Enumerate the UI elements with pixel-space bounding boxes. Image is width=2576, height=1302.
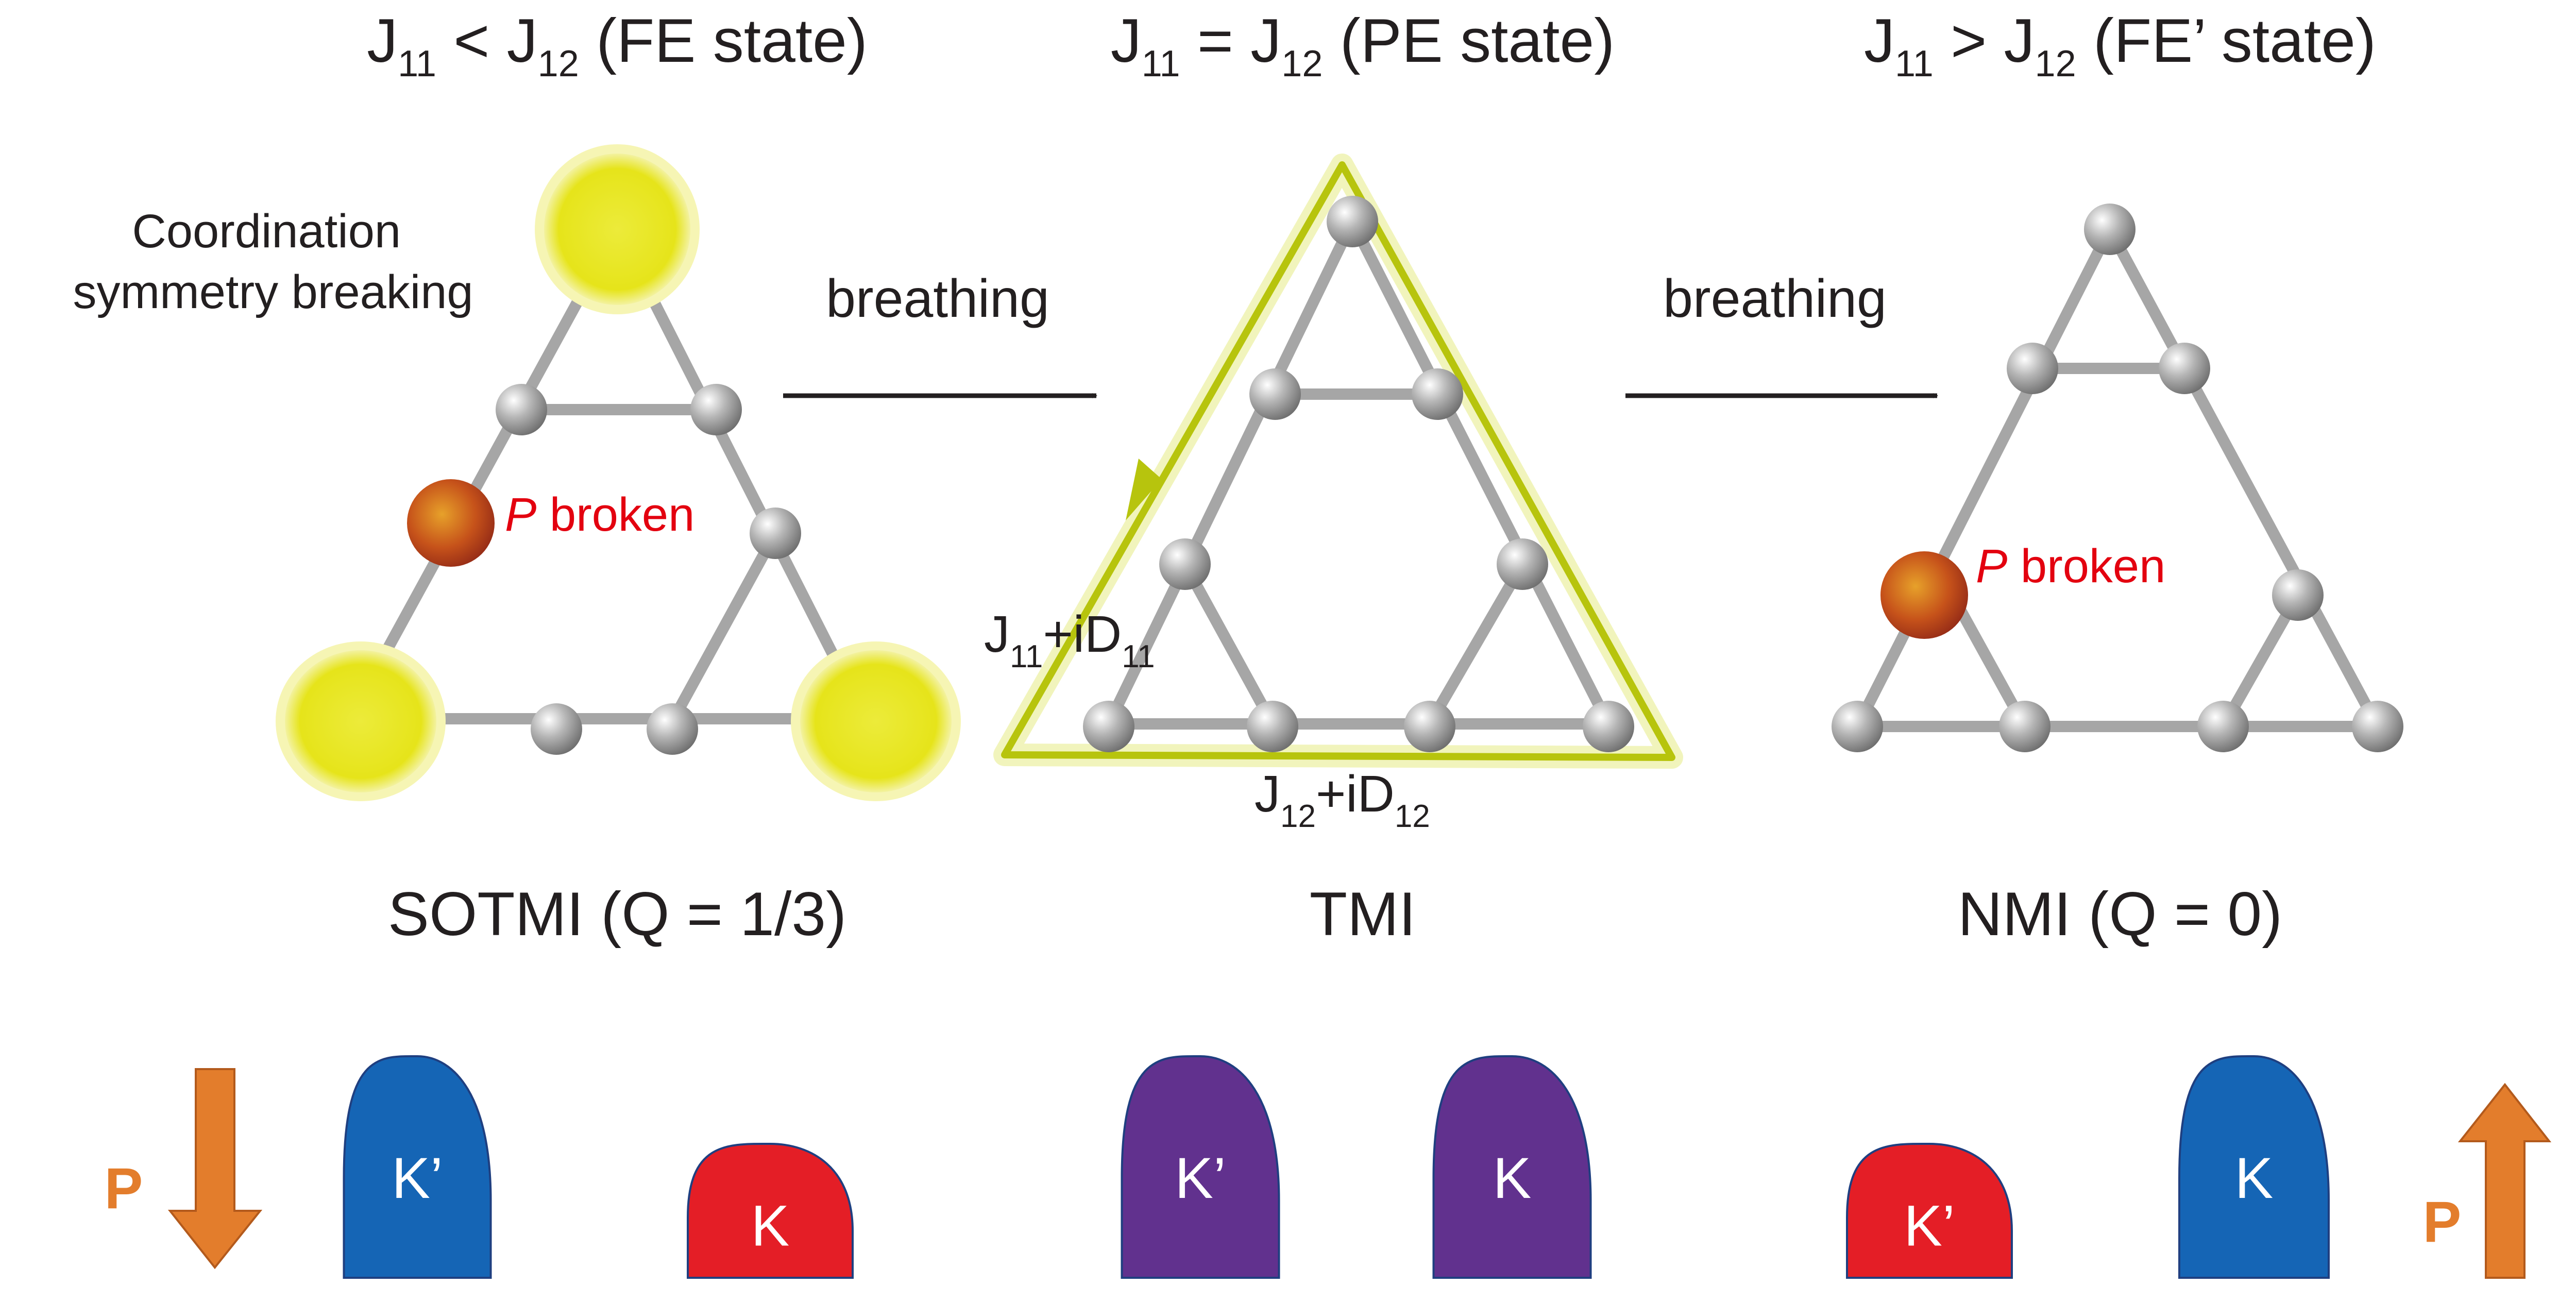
valley-label-right-0: K’ (1904, 1194, 1955, 1258)
polarization-arrow-down (167, 1068, 263, 1270)
j11-loop-label: J11+iD11 (984, 605, 1155, 674)
atom (496, 384, 547, 435)
atom (1583, 701, 1634, 752)
atom (750, 508, 801, 559)
valley-label-middle-0: K’ (1175, 1146, 1226, 1210)
broken-symmetry-atom (407, 479, 495, 567)
lattice-right (1832, 204, 2403, 752)
valley-middle-1 (1432, 1055, 1592, 1279)
atom (1327, 196, 1378, 247)
atom (647, 703, 698, 755)
valley-label-left-1: K (751, 1194, 790, 1258)
atom (1497, 538, 1548, 590)
corner-state-glow (544, 154, 690, 305)
atom (2197, 701, 2249, 752)
atom (1404, 701, 1455, 752)
valley-row: K’ K K’ K K’ K (343, 1055, 2330, 1279)
valley-right-0 (1846, 1142, 2013, 1279)
valley-right-1 (2178, 1055, 2330, 1279)
phase-label-left: SOTMI (Q = 1/3) (388, 880, 846, 949)
atom (1999, 701, 2050, 752)
corner-state-glow (285, 650, 436, 792)
atom (2084, 204, 2136, 255)
header-right: J11 > J12 (FE’ state) (1864, 6, 2376, 84)
atom (2159, 343, 2210, 394)
polarization-arrow-up (2458, 1083, 2552, 1279)
edge-state-loop (1001, 161, 1675, 761)
atom (2272, 569, 2324, 621)
atom (1159, 538, 1211, 590)
edge-state-direction-arrow (1126, 459, 1162, 520)
lattice-left (276, 144, 961, 801)
atom (1247, 701, 1298, 752)
polarization-label-right: P (2423, 1190, 2462, 1254)
p-broken-label-right: P broken (1976, 540, 2165, 593)
broken-symmetry-atom (1880, 551, 1968, 639)
breathing-label-right: breathing (1663, 269, 1887, 329)
valley-label-left-0: K’ (392, 1146, 443, 1210)
atom (690, 384, 742, 435)
atom (2007, 343, 2058, 394)
atom (1832, 701, 1883, 752)
atom (1412, 368, 1463, 420)
phase-label-right: NMI (Q = 0) (1958, 880, 2282, 949)
lattice-middle (993, 154, 1683, 769)
valley-left-1 (687, 1142, 854, 1279)
header-middle: J11 = J12 (PE state) (1111, 6, 1615, 84)
p-broken-label-left: P broken (505, 488, 694, 541)
valley-label-middle-1: K (1493, 1146, 1532, 1210)
lattice-middle-atoms (1083, 196, 1634, 752)
lattice-left-atoms (496, 384, 801, 755)
valley-middle-0 (1121, 1055, 1280, 1279)
lattice-right-bonds (1852, 224, 2383, 732)
atom (1249, 368, 1301, 420)
polarization-label-left: P (105, 1156, 143, 1221)
valley-left-0 (343, 1055, 492, 1279)
corner-state-glow (800, 650, 952, 792)
atom (1083, 701, 1134, 752)
breathing-label-left: breathing (826, 269, 1049, 329)
phase-label-middle: TMI (1310, 880, 1416, 949)
atom (2352, 701, 2403, 752)
header-left: J11 < J12 (FE state) (367, 6, 868, 84)
coordination-label: Coordination symmetry breaking (73, 205, 473, 318)
valley-label-right-1: K (2235, 1146, 2274, 1210)
j12-loop-label: J12+iD12 (1255, 765, 1430, 834)
lattice-middle-bonds (1103, 216, 1614, 730)
atom (531, 703, 582, 755)
lattice-right-atoms (1832, 204, 2403, 752)
